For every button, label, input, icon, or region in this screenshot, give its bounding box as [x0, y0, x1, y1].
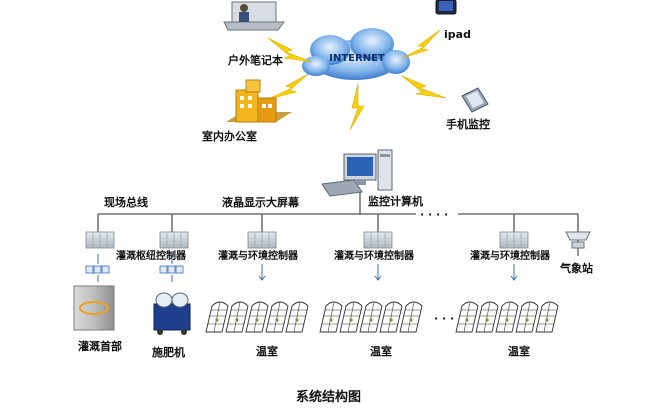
greenhouse-ellipsis: · · ·: [434, 312, 454, 325]
ipad-label: ipad: [444, 28, 471, 41]
weather-station-label: 气象站: [559, 261, 593, 275]
field-bus-lines: [97, 192, 579, 232]
greenhouse-group-3-icon: [455, 301, 559, 333]
bus-ellipsis: · · · ·: [420, 208, 448, 221]
irrigation-head-icon: [73, 285, 115, 331]
hub-controller-cabinet-1-icon: [85, 231, 115, 249]
env-controller-3-label: 灌溉与环境控制器: [470, 249, 551, 262]
irrigation-head-label: 灌溉首部: [78, 339, 122, 353]
hub-controller-cabinet-2-icon: [159, 231, 189, 249]
internet-label: INTERNET: [329, 53, 385, 64]
ipad-icon: [435, 0, 457, 15]
internet-cloud: INTERNET: [302, 28, 410, 80]
greenhouse-2-label: 温室: [370, 344, 392, 358]
laptop-label: 户外笔记本: [228, 53, 283, 67]
monitor-computer-label: 监控计算机: [368, 194, 423, 208]
greenhouse-3-label: 温室: [508, 344, 530, 358]
office-building-icon: [226, 79, 292, 123]
greenhouse-group-1-icon: [205, 301, 309, 333]
bolt-computer-icon: [349, 83, 365, 131]
phone-label: 手机监控: [446, 117, 490, 131]
hub-controller-label: 灌溉枢纽控制器: [116, 249, 187, 262]
fertilizer-machine-label: 施肥机: [152, 345, 185, 359]
env-controller-3-cabinet-icon: [499, 231, 529, 249]
mobile-phone-icon: [461, 87, 489, 113]
diagram-caption: 系统结构图: [296, 389, 361, 405]
bolt-laptop-icon: [267, 37, 313, 63]
signal-module-icons: [85, 254, 518, 282]
bolt-phone-icon: [401, 75, 447, 99]
office-label: 室内办公室: [202, 129, 257, 143]
env-controller-2-cabinet-icon: [363, 231, 393, 249]
env-controller-1-label: 灌溉与环境控制器: [218, 249, 299, 262]
fertilizer-machine-icon: [153, 292, 191, 335]
monitoring-computer-icon: [321, 149, 393, 197]
field-bus-label: 现场总线: [104, 195, 148, 209]
greenhouse-1-label: 温室: [256, 344, 278, 358]
outdoor-laptop-icon: [223, 1, 285, 31]
bolt-ipad-icon: [401, 29, 441, 59]
lcd-screen-label: 液晶显示大屏幕: [222, 195, 300, 209]
greenhouse-group-2-icon: [319, 301, 423, 333]
env-controller-1-cabinet-icon: [247, 231, 277, 249]
bolt-office-icon: [265, 73, 309, 101]
weather-station-icon: [565, 231, 591, 256]
lightning-bolt-icons: [265, 29, 447, 131]
env-controller-2-label: 灌溉与环境控制器: [334, 249, 415, 262]
